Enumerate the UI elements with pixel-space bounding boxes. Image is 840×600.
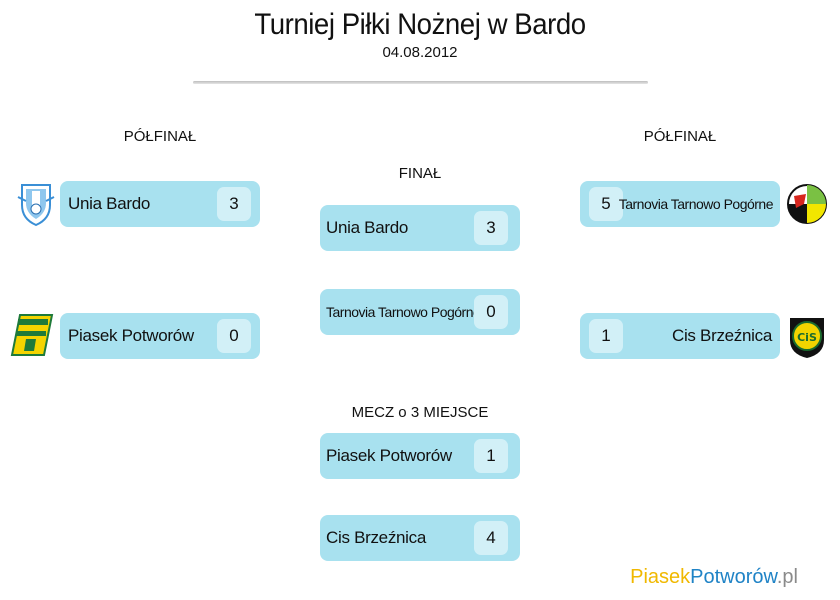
semifinal-right-match-2[interactable]: 1 Cis Brzeźnica xyxy=(580,313,780,359)
cis-brzeznica-crest-icon: CiS xyxy=(786,312,826,360)
team-name: Unia Bardo xyxy=(68,194,151,213)
brand-logo[interactable]: PiasekPotworów.pl xyxy=(630,566,798,589)
team-name: Cis Brzeźnica xyxy=(326,528,427,547)
tarnovia-crest-icon xyxy=(786,182,827,230)
score-box: 0 xyxy=(474,295,508,329)
score-box: 3 xyxy=(217,187,251,221)
brand-part-domain: .pl xyxy=(776,566,798,588)
team-name: Tarnovia Tarnowo Pogórne xyxy=(326,304,481,320)
final-match-2[interactable]: Tarnovia Tarnowo Pogórne 0 xyxy=(320,289,520,335)
brand-part-potworow: Potworów xyxy=(690,566,777,588)
score-box: 5 xyxy=(589,187,623,221)
final-match-1[interactable]: Unia Bardo 3 xyxy=(320,205,520,251)
svg-text:CiS: CiS xyxy=(797,331,817,344)
semifinal-right-label: PÓŁFINAŁ xyxy=(643,128,717,145)
score-box: 4 xyxy=(474,521,508,555)
event-date: 04.08.2012 xyxy=(382,44,458,61)
brand-part-piasek: Piasek xyxy=(630,566,691,588)
page-title: Turniej Piłki Nożnej w Bardo xyxy=(254,8,586,41)
third-place-match-2[interactable]: Cis Brzeźnica 4 xyxy=(320,515,520,561)
score-box: 3 xyxy=(474,211,508,245)
final-label: FINAŁ xyxy=(398,165,442,182)
header-divider xyxy=(193,81,648,84)
team-name: Cis Brzeźnica xyxy=(671,326,772,345)
score-box: 1 xyxy=(474,439,508,473)
score-box: 0 xyxy=(217,319,251,353)
team-name: Unia Bardo xyxy=(326,218,409,237)
semifinal-left-match-1[interactable]: Unia Bardo 3 xyxy=(60,181,260,227)
unia-bardo-crest-icon xyxy=(16,179,56,227)
team-name: Tarnovia Tarnowo Pogórne xyxy=(618,196,774,212)
team-name: Piasek Potworów xyxy=(68,326,194,345)
third-place-label: MECZ o 3 MIEJSCE xyxy=(351,404,489,421)
piasek-potworow-crest-icon xyxy=(10,311,54,359)
semifinal-right-match-1[interactable]: 5 Tarnovia Tarnowo Pogórne xyxy=(580,181,780,227)
semifinal-left-label: PÓŁFINAŁ xyxy=(123,128,197,145)
team-name: Piasek Potworów xyxy=(326,446,452,465)
third-place-match-1[interactable]: Piasek Potworów 1 xyxy=(320,433,520,479)
score-box: 1 xyxy=(589,319,623,353)
semifinal-left-match-2[interactable]: Piasek Potworów 0 xyxy=(60,313,260,359)
